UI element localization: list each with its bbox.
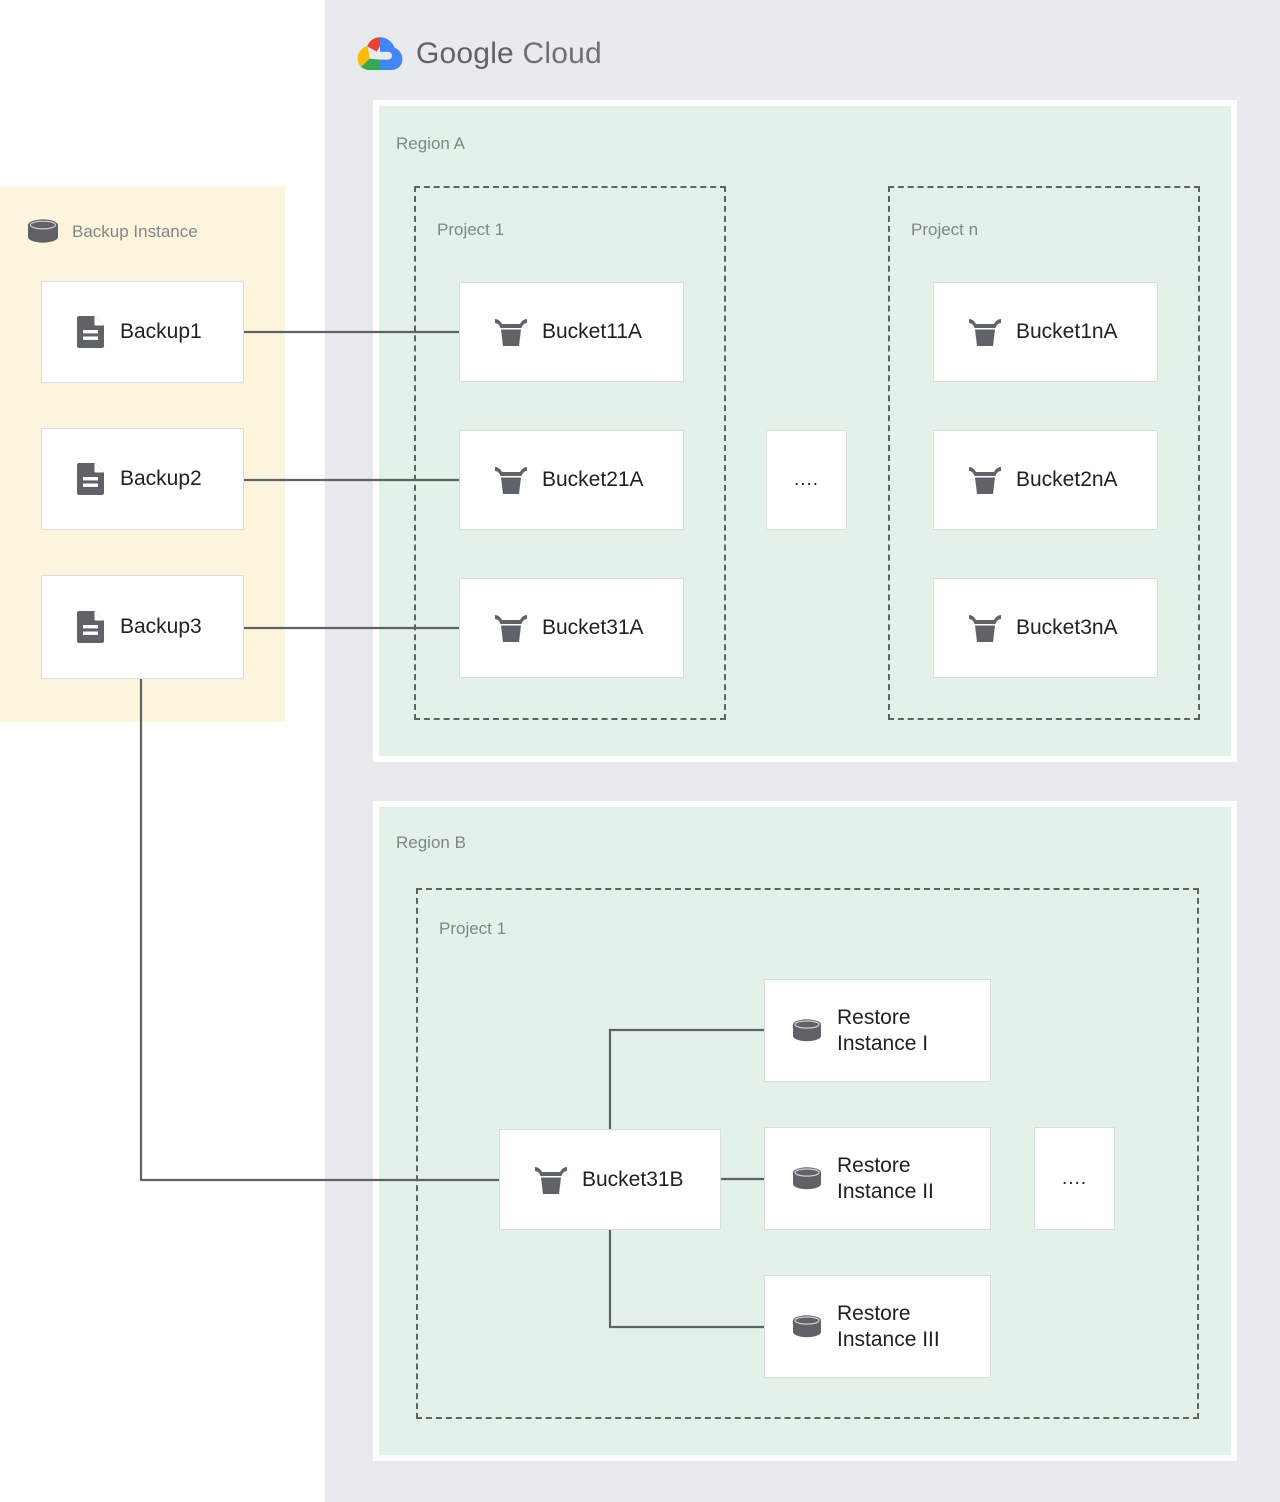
bucket-icon xyxy=(495,615,527,642)
node-bucket31a[interactable]: Bucket31A xyxy=(459,578,684,678)
backup-instance-title: Backup Instance xyxy=(72,222,198,241)
ellipsis-label: .... xyxy=(793,469,820,491)
node-label: Bucket3nA xyxy=(1016,616,1118,640)
database-icon xyxy=(793,1018,821,1041)
google-cloud-logo xyxy=(357,37,403,70)
node-label: Backup1 xyxy=(120,320,202,344)
node-bucket11a[interactable]: Bucket11A xyxy=(459,282,684,382)
node-restore-instance-1[interactable]: Restore Instance I xyxy=(764,979,991,1082)
brand-text: Google Cloud xyxy=(416,37,602,71)
ellipsis-label: .... xyxy=(1061,1167,1088,1189)
project-n-region-a-label: Project n xyxy=(911,220,979,239)
node-label: Bucket31A xyxy=(542,616,644,640)
node-backup3[interactable]: Backup3 xyxy=(41,575,244,679)
database-icon xyxy=(793,1166,821,1189)
backup-instance-header: Backup Instance xyxy=(26,218,198,246)
node-bucket21a[interactable]: Bucket21A xyxy=(459,430,684,530)
node-label: Restore Instance II xyxy=(837,1153,934,1203)
project-n-region-a-container xyxy=(888,186,1200,720)
project-1-region-a-label: Project 1 xyxy=(437,220,505,239)
project-1-region-b-label: Project 1 xyxy=(439,919,507,938)
node-ellipsis-region-b: .... xyxy=(1034,1127,1115,1230)
node-restore-instance-2[interactable]: Restore Instance II xyxy=(764,1127,991,1230)
database-icon xyxy=(793,1314,821,1337)
document-icon xyxy=(77,316,104,348)
region-a-label: Region A xyxy=(396,134,465,153)
node-label: Restore Instance I xyxy=(837,1005,929,1055)
bucket-icon xyxy=(495,467,527,494)
bucket-icon xyxy=(969,615,1001,642)
database-icon xyxy=(28,219,58,243)
document-icon xyxy=(77,611,104,643)
node-bucket2na[interactable]: Bucket2nA xyxy=(933,430,1158,530)
node-ellipsis-region-a: .... xyxy=(766,430,847,530)
node-restore-instance-3[interactable]: Restore Instance III xyxy=(764,1275,991,1378)
node-label: Bucket11A xyxy=(542,320,643,344)
node-bucket3na[interactable]: Bucket3nA xyxy=(933,578,1158,678)
node-backup1[interactable]: Backup1 xyxy=(41,281,244,383)
bucket-icon xyxy=(535,1166,567,1194)
project-1-region-a-container xyxy=(414,186,726,720)
bucket-icon xyxy=(969,467,1001,494)
node-label: Bucket31B xyxy=(582,1167,684,1191)
node-label: Backup2 xyxy=(120,467,202,491)
node-label: Bucket2nA xyxy=(1016,468,1118,492)
node-backup2[interactable]: Backup2 xyxy=(41,428,244,530)
node-bucket1na[interactable]: Bucket1nA xyxy=(933,282,1158,382)
bucket-icon xyxy=(495,319,527,346)
bucket-icon xyxy=(969,319,1001,346)
node-label: Backup3 xyxy=(120,615,202,639)
brand-google: Google xyxy=(416,37,514,70)
region-b-label: Region B xyxy=(396,833,466,852)
brand-cloud: Cloud xyxy=(522,37,602,70)
google-cloud-brand: Google Cloud xyxy=(356,30,602,78)
node-label: Bucket1nA xyxy=(1016,320,1118,344)
node-label: Bucket21A xyxy=(542,468,644,492)
node-bucket31b[interactable]: Bucket31B xyxy=(499,1129,721,1230)
document-icon xyxy=(77,463,104,495)
node-label: Restore Instance III xyxy=(837,1301,940,1351)
